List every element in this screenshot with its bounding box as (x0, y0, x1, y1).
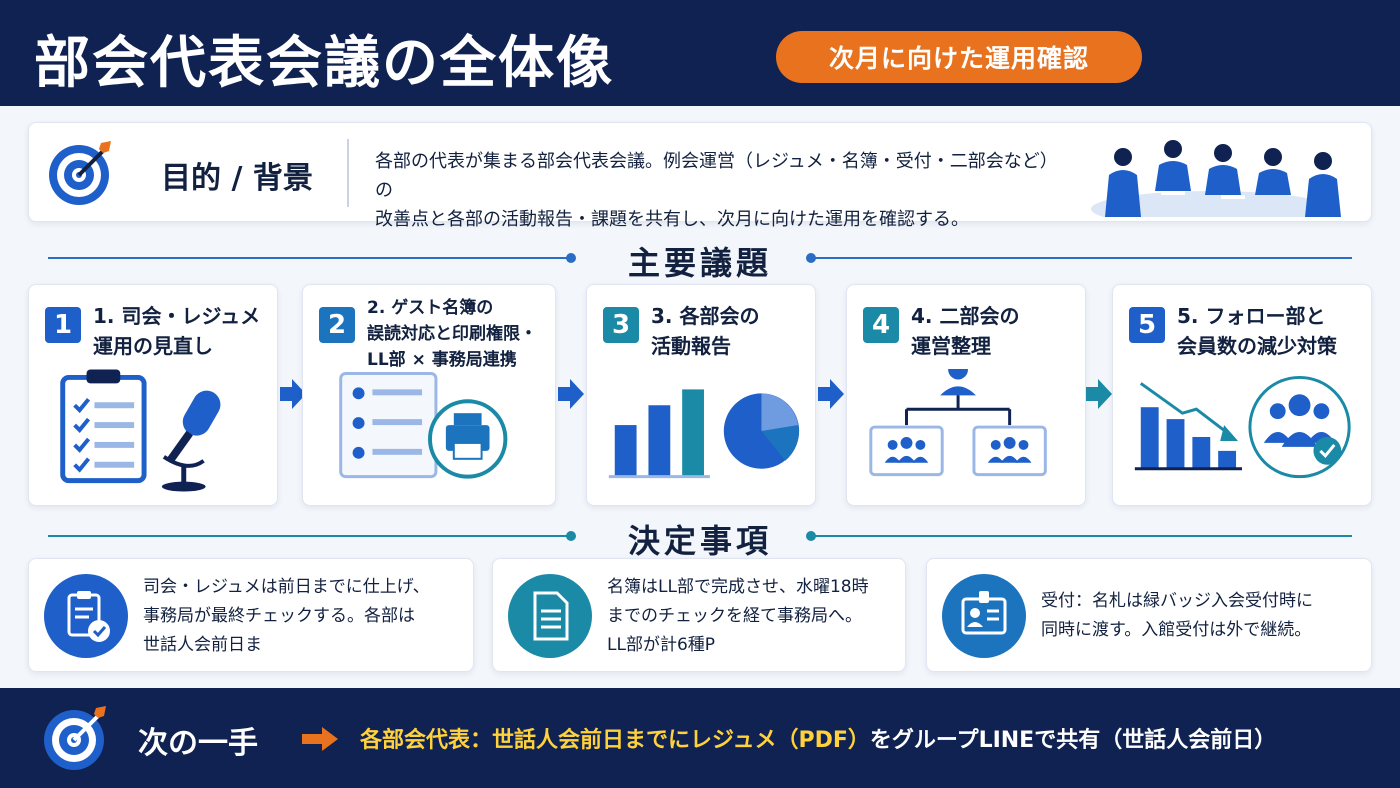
meeting-people-illustration (1091, 140, 1341, 217)
agenda-card-5: 5 5. フォロー部と 会員数の減少対策 (1112, 284, 1372, 506)
org-chart-icon (869, 369, 1047, 477)
agenda-title: 2. ゲスト名簿の 誤読対応と印刷権限・ LL部 × 事務局連携 (367, 295, 577, 373)
purpose-text: 各部の代表が集まる部会代表会議。例会運営（レジュメ・名簿・受付・二部会など）の … (375, 147, 1075, 234)
bar-pie-chart-icon (608, 389, 800, 479)
agenda-number-badge: 3 (603, 307, 639, 343)
agenda-title-line: 運用の見直し (93, 334, 213, 358)
next-step-label: 次の一手 (138, 726, 258, 761)
arrow-right-icon (1086, 379, 1112, 409)
roster-printer-icon (339, 371, 508, 479)
purpose-line-2: 改善点と各部の活動報告・課題を共有し、次月に向けた運用を確認する。 (375, 209, 969, 230)
decisions-heading-title: 決定事項 (627, 522, 772, 560)
target-icon (49, 141, 111, 205)
decision-card-1: 司会・レジュメは前日までに仕上げ、 事務局が最終チェックする。各部は 世話人会前… (28, 558, 474, 672)
agenda-title-line: 運営整理 (911, 334, 991, 358)
decision-line: 同時に渡す。入館受付は外で継続。 (1041, 620, 1312, 640)
divider (812, 535, 1352, 537)
header-bar: 部会代表会議の全体像 次月に向けた運用確認 (0, 0, 1400, 106)
arrow-right-icon (302, 727, 338, 751)
agenda-heading-title: 主要議題 (627, 244, 772, 282)
next-step-text: 各部会代表：世話人会前日までにレジュメ（PDF）をグループLINEで共有（世話人… (360, 722, 1370, 754)
decision-line: LL部が計6種P (607, 635, 716, 655)
subtitle-badge: 次月に向けた運用確認 (776, 31, 1142, 83)
agenda-title-line: LL部 × 事務局連携 (367, 350, 517, 370)
agenda-heading: 主要議題 (48, 238, 1352, 282)
document-icon (508, 574, 592, 658)
decision-text: 司会・レジュメは前日までに仕上げ、 事務局が最終チェックする。各部は 世話人会前… (143, 573, 463, 660)
divider-dot (566, 253, 576, 263)
agenda-card-2: 2 2. ゲスト名簿の 誤読対応と印刷権限・ LL部 × 事務局連携 (302, 284, 556, 506)
decision-line: 事務局が最終チェックする。各部は (143, 606, 415, 626)
decision-card-3: 受付：名札は緑バッジ入会受付時に 同時に渡す。入館受付は外で継続。 (926, 558, 1372, 672)
divider (812, 257, 1352, 259)
agenda-card-3: 3 3. 各部会の 活動報告 (586, 284, 816, 506)
decision-line: までのチェックを経て事務局へ。 (607, 606, 862, 626)
decisions-heading: 決定事項 (48, 516, 1352, 560)
decision-line: 世話人会前日ま (143, 635, 262, 655)
agenda-title: 5. フォロー部と 会員数の減少対策 (1177, 301, 1377, 361)
agenda-number-badge: 4 (863, 307, 899, 343)
decision-line: 受付：名札は緑バッジ入会受付時に (1041, 591, 1313, 611)
clipboard-microphone-icon (60, 369, 221, 492)
purpose-label: 目的 / 背景 (161, 161, 313, 196)
agenda-number-badge: 5 (1129, 307, 1165, 343)
agenda-number-badge: 2 (319, 307, 355, 343)
decision-line: 名簿はLL部で完成させ、水曜18時 (607, 577, 869, 597)
footer-bar: 次の一手 各部会代表：世話人会前日までにレジュメ（PDF）をグループLINEで共… (0, 688, 1400, 788)
decision-text: 受付：名札は緑バッジ入会受付時に 同時に渡す。入館受付は外で継続。 (1041, 587, 1361, 645)
decline-members-icon (1134, 375, 1351, 479)
target-icon (44, 706, 106, 770)
agenda-title: 1. 司会・レジュメ 運用の見直し (93, 301, 293, 361)
divider-dot (566, 531, 576, 541)
clipboard-check-icon (44, 574, 128, 658)
arrow-right-icon (558, 379, 584, 409)
purpose-card: 目的 / 背景 各部の代表が集まる部会代表会議。例会運営（レジュメ・名簿・受付・… (28, 122, 1372, 230)
agenda-title-line: 1. 司会・レジュメ (93, 304, 261, 328)
agenda-title: 3. 各部会の 活動報告 (651, 301, 851, 361)
agenda-title-line: 活動報告 (651, 334, 731, 358)
agenda-title-line: 2. ゲスト名簿の (367, 298, 494, 318)
arrow-right-icon (818, 379, 844, 409)
purpose-line-1: 各部の代表が集まる部会代表会議。例会運営（レジュメ・名簿・受付・二部会など）の (375, 151, 1058, 201)
next-step-rest: をグループLINEで共有（世話人会前日） (869, 728, 1277, 753)
divider-dot (806, 531, 816, 541)
divider (48, 535, 568, 537)
page-title: 部会代表会議の全体像 (34, 31, 614, 96)
divider-dot (806, 253, 816, 263)
agenda-card-4: 4 4. 二部会の 運営整理 (846, 284, 1086, 506)
agenda-title-line: 3. 各部会の (651, 304, 760, 328)
agenda-title-line: 誤読対応と印刷権限・ (367, 324, 537, 344)
divider (48, 257, 568, 259)
decision-card-2: 名簿はLL部で完成させ、水曜18時 までのチェックを経て事務局へ。 LL部が計6… (492, 558, 906, 672)
agenda-title-line: 5. フォロー部と (1177, 304, 1326, 328)
decision-text: 名簿はLL部で完成させ、水曜18時 までのチェックを経て事務局へ。 LL部が計6… (607, 573, 897, 660)
divider (347, 139, 349, 207)
agenda-card-1: 1 1. 司会・レジュメ 運用の見直し (28, 284, 278, 506)
agenda-title-line: 会員数の減少対策 (1177, 334, 1337, 358)
next-step-highlight: 各部会代表：世話人会前日までにレジュメ（PDF） (360, 728, 870, 753)
arrow-right-icon (280, 379, 306, 409)
decision-line: 司会・レジュメは前日までに仕上げ、 (143, 577, 430, 597)
agenda-number-badge: 1 (45, 307, 81, 343)
agenda-title: 4. 二部会の 運営整理 (911, 301, 1111, 361)
agenda-title-line: 4. 二部会の (911, 304, 1020, 328)
id-badge-icon (942, 574, 1026, 658)
